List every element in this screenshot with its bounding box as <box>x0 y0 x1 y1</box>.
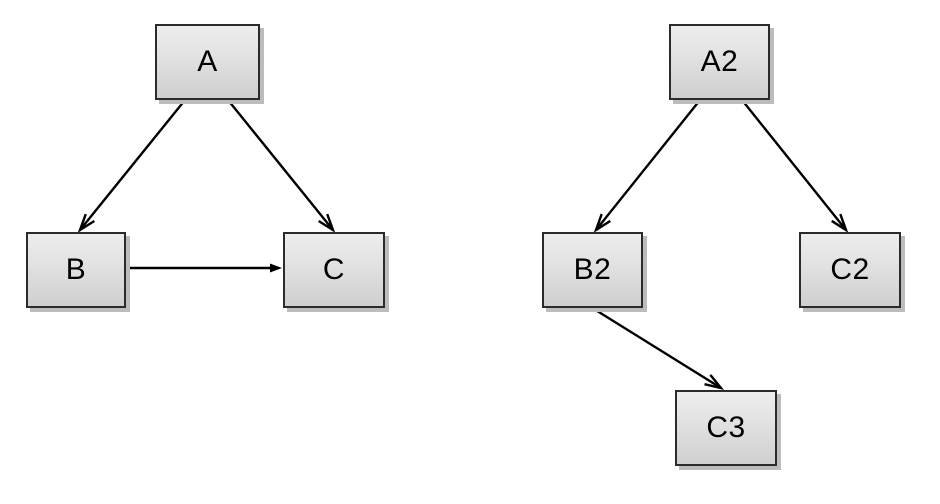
node-b2[interactable]: B2 <box>542 232 643 308</box>
arrowhead-open <box>593 213 611 233</box>
edge-line <box>595 99 701 231</box>
edge-a2-to-b2 <box>593 99 701 233</box>
node-label: C2 <box>830 253 870 286</box>
node-c3[interactable]: C3 <box>675 390 777 466</box>
node-b[interactable]: B <box>26 232 126 308</box>
edge-b2-to-c3 <box>593 307 725 390</box>
edge-line <box>227 99 334 231</box>
arrowhead-open <box>704 374 725 390</box>
node-a2[interactable]: A2 <box>669 24 770 100</box>
node-label: B2 <box>573 253 612 286</box>
edge-line <box>79 99 186 231</box>
node-label: A2 <box>700 45 739 78</box>
arrowhead-open <box>831 213 849 233</box>
edge-b-to-c <box>127 263 282 273</box>
edge-a-to-b <box>77 99 186 233</box>
node-label: B <box>65 253 87 286</box>
node-c2[interactable]: C2 <box>799 232 901 308</box>
edge-line <box>741 99 847 231</box>
edge-a-to-c <box>227 99 336 233</box>
arrowhead-filled <box>270 263 282 273</box>
node-label: A <box>197 45 218 78</box>
node-label: C <box>322 253 346 286</box>
edge-a2-to-c2 <box>741 99 849 233</box>
node-c[interactable]: C <box>283 232 385 308</box>
arrowhead-open <box>77 213 95 233</box>
arrowhead-open <box>318 213 336 233</box>
node-label: C3 <box>706 411 746 444</box>
edge-line <box>593 307 722 390</box>
node-a[interactable]: A <box>155 24 260 100</box>
